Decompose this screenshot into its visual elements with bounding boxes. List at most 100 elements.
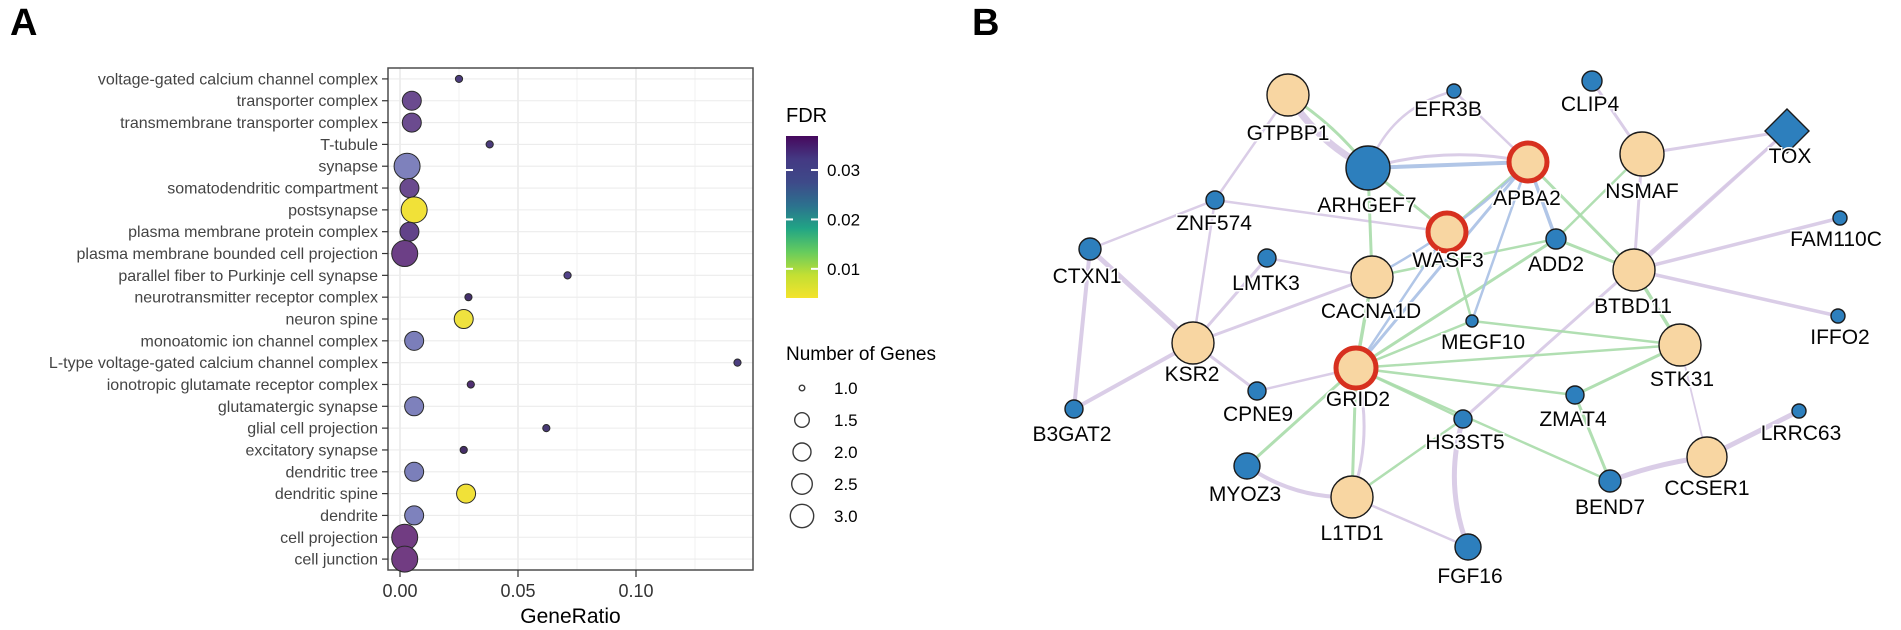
size-legend-circle	[794, 412, 811, 429]
network-node	[1598, 469, 1622, 493]
network-edge	[1354, 237, 1558, 370]
network-node	[1171, 321, 1215, 365]
network-edge	[1354, 160, 1530, 370]
node-label: APBA2	[1493, 187, 1561, 210]
category-label: glutamatergic synapse	[218, 399, 378, 416]
network-edge	[1350, 417, 1465, 499]
data-dot	[393, 152, 421, 180]
node-label: GRID2	[1326, 388, 1390, 411]
category-label: cell junction	[294, 552, 378, 569]
network-edge	[1632, 216, 1842, 272]
network-node	[1330, 475, 1374, 519]
network-node	[1425, 210, 1469, 254]
network-edge	[1470, 160, 1530, 323]
node-label: ADD2	[1528, 253, 1584, 276]
network-edge	[1370, 237, 1558, 279]
network-node	[1266, 73, 1310, 117]
network-node	[1830, 308, 1846, 324]
fdr-colorbar	[786, 136, 818, 298]
node-label: FAM110C	[1790, 228, 1882, 251]
data-dot	[456, 483, 477, 504]
data-dot	[404, 461, 425, 482]
category-label: postsynapse	[288, 202, 378, 219]
node-label: ZNF574	[1176, 212, 1252, 235]
category-label: glial cell projection	[247, 421, 378, 438]
node-label: CACNA1D	[1321, 300, 1421, 323]
network-node	[1446, 83, 1462, 99]
category-label: ionotropic glutamate receptor complex	[107, 377, 378, 394]
node-label: CCSER1	[1664, 477, 1749, 500]
network-node	[1545, 228, 1567, 250]
category-label: somatodendritic compartment	[167, 181, 378, 198]
fdr-tick-label: 0.02	[827, 210, 860, 229]
network-edge	[1354, 366, 1577, 397]
category-label: parallel fiber to Purkinje cell synapse	[118, 268, 378, 285]
data-dot	[391, 545, 419, 573]
data-dot	[733, 358, 742, 367]
node-label: GTPBP1	[1247, 122, 1330, 145]
network-edge	[1072, 247, 1092, 411]
data-dot	[404, 330, 425, 351]
data-dot	[401, 112, 422, 133]
network-node	[1619, 131, 1665, 177]
category-label: transmembrane transporter complex	[120, 115, 378, 132]
network-node	[1612, 248, 1656, 292]
node-label: WASF3	[1412, 249, 1484, 272]
node-label: IFFO2	[1810, 326, 1870, 349]
network-node	[1333, 345, 1379, 391]
fdr-legend-title: FDR	[786, 105, 827, 127]
category-label: transporter complex	[237, 93, 378, 110]
size-legend-label: 2.0	[834, 443, 858, 462]
network-node	[1686, 436, 1728, 478]
network-edge	[1354, 343, 1682, 370]
network-node	[1453, 409, 1473, 429]
x-axis-tick-label: 0.05	[500, 581, 535, 601]
network-node	[1454, 533, 1482, 561]
category-label: plasma membrane bounded cell projection	[76, 246, 378, 263]
network-node	[1064, 399, 1084, 419]
network-edge	[1354, 366, 1612, 483]
data-dot	[404, 396, 425, 417]
network-edge	[1632, 268, 1840, 318]
node-label: ZMAT4	[1539, 408, 1607, 431]
data-dot	[404, 505, 425, 526]
network-edge	[1087, 246, 1196, 346]
network-edge	[1088, 198, 1217, 251]
network-edge	[1213, 198, 1449, 234]
data-dot	[399, 221, 420, 242]
data-dot	[391, 240, 419, 268]
node-label: STK31	[1650, 368, 1714, 391]
dotplot-panel: voltage-gated calcium channel complextra…	[49, 67, 936, 628]
node-label: LMTK3	[1232, 272, 1300, 295]
category-label: neuron spine	[285, 312, 378, 329]
x-axis-tick-label: 0.10	[618, 581, 653, 601]
network-edge	[1451, 416, 1471, 550]
node-label: KSR2	[1165, 363, 1220, 386]
node-label: CPNE9	[1223, 403, 1293, 426]
network-edge	[1573, 393, 1612, 483]
data-dot	[464, 293, 473, 302]
data-dot	[459, 445, 468, 455]
category-label: plasma membrane protein complex	[128, 224, 378, 241]
network-edge	[1640, 129, 1789, 156]
node-label: B3GAT2	[1033, 423, 1112, 446]
network-node	[1345, 145, 1391, 191]
node-label: BTBD11	[1594, 295, 1672, 318]
node-label: CLIP4	[1561, 93, 1620, 116]
category-label: excitatory synapse	[245, 442, 378, 459]
size-legend-circle	[792, 442, 812, 462]
network-edge	[1632, 129, 1789, 272]
panel-a-label: A	[10, 2, 38, 44]
size-legend-circle	[791, 473, 814, 496]
network-edge	[1470, 319, 1682, 347]
node-label: L1TD1	[1320, 522, 1383, 545]
network-node	[1350, 255, 1394, 299]
category-label: neurotransmitter receptor complex	[134, 290, 378, 307]
network-edge	[1245, 366, 1358, 468]
data-dot	[542, 424, 551, 433]
node-label: LRRC63	[1761, 422, 1842, 445]
panel-b-label: B	[972, 2, 1000, 44]
category-label: dendrite	[320, 508, 378, 525]
category-label: T-tubule	[320, 137, 378, 154]
